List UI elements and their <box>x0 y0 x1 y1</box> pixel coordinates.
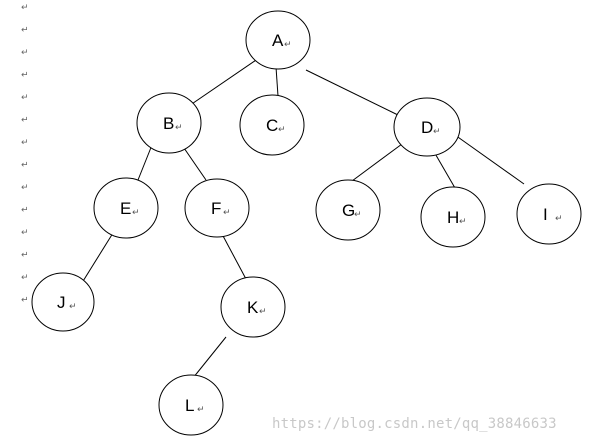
node-label-b: B <box>163 114 174 133</box>
node-i: I↵ <box>516 183 582 245</box>
node-g: G↵ <box>315 179 381 241</box>
edge-a-d <box>305 69 401 117</box>
node-f: F↵ <box>184 178 250 238</box>
paragraph-mark-icon: ↵ <box>197 405 205 415</box>
node-circle-l <box>158 374 224 436</box>
node-label-h: H <box>447 208 459 227</box>
margin-paragraph-mark-icon: ↵ <box>21 116 29 126</box>
margin-paragraph-mark-icon: ↵ <box>21 71 29 81</box>
node-label-i: I <box>543 205 548 224</box>
margin-paragraph-mark-icon: ↵ <box>21 3 29 13</box>
node-circle-c <box>239 94 305 156</box>
margin-paragraph-mark-icon: ↵ <box>21 93 29 103</box>
node-l: L↵ <box>158 374 224 436</box>
node-circle-a <box>245 10 311 70</box>
node-label-g: G <box>342 201 355 220</box>
node-d: D↵ <box>393 97 461 157</box>
node-h: H↵ <box>420 186 486 248</box>
node-j: J↵ <box>31 272 95 332</box>
margin-paragraph-mark-icon: ↵ <box>21 273 29 283</box>
node-circle-h <box>420 186 486 248</box>
node-circle-b <box>136 92 202 154</box>
node-circle-i <box>516 183 582 245</box>
node-b: B↵ <box>136 92 202 154</box>
node-e: E↵ <box>93 177 159 239</box>
tree-nodes: A↵B↵C↵D↵E↵F↵G↵H↵I↵J↵K↵L↵ <box>31 10 582 436</box>
node-circle-d <box>393 97 461 157</box>
paragraph-mark-icon: ↵ <box>69 302 77 312</box>
margin-paragraph-mark-icon: ↵ <box>21 183 29 193</box>
node-circle-j <box>31 272 95 332</box>
paragraph-mark-icon: ↵ <box>259 307 267 317</box>
node-circle-e <box>93 177 159 239</box>
node-c: C↵ <box>239 94 305 156</box>
node-label-a: A <box>272 31 284 50</box>
node-label-k: K <box>247 298 259 317</box>
edge-b-f <box>183 147 207 181</box>
edge-e-j <box>79 232 114 287</box>
margin-paragraph-mark-icon: ↵ <box>21 48 29 58</box>
edge-d-h <box>432 149 456 189</box>
margin-paragraph-mark-icon: ↵ <box>21 26 29 36</box>
margin-paragraph-mark-icon: ↵ <box>21 228 29 238</box>
margin-paragraph-mark-icon: ↵ <box>21 161 29 171</box>
paragraph-mark-icon: ↵ <box>132 208 140 218</box>
edge-a-c <box>275 66 279 97</box>
node-circle-g <box>315 179 381 241</box>
edge-k-l <box>192 336 227 379</box>
node-k: K↵ <box>220 276 286 338</box>
edge-a-b <box>182 55 263 111</box>
edge-d-i <box>454 134 525 185</box>
node-label-f: F <box>211 199 221 218</box>
edge-b-e <box>137 144 153 181</box>
paragraph-mark-icon: ↵ <box>433 127 441 137</box>
paragraph-mark-icon: ↵ <box>278 125 286 135</box>
node-label-j: J <box>57 293 66 312</box>
node-label-c: C <box>266 116 278 135</box>
paragraph-mark-icon: ↵ <box>354 210 362 220</box>
paragraph-mark-icon: ↵ <box>555 214 563 224</box>
margin-paragraph-mark-icon: ↵ <box>21 251 29 261</box>
margin-paragraph-mark-icon: ↵ <box>21 206 29 216</box>
node-circle-k <box>220 276 286 338</box>
edge-d-g <box>351 143 403 182</box>
watermark-text: https://blog.csdn.net/qq_38846633 <box>272 416 557 432</box>
node-label-d: D <box>421 118 433 137</box>
node-a: A↵ <box>245 10 311 70</box>
tree-edges <box>79 55 525 379</box>
margin-paragraph-mark-icon: ↵ <box>21 138 29 148</box>
margin-paragraph-mark-icon: ↵ <box>21 296 29 306</box>
margin-paragraph-marks: ↵ ↵ ↵ ↵ ↵ ↵ ↵ ↵ ↵ ↵ ↵ ↵ ↵ ↵ <box>21 3 29 306</box>
paragraph-mark-icon: ↵ <box>459 217 467 227</box>
paragraph-mark-icon: ↵ <box>223 208 231 218</box>
node-label-e: E <box>120 199 131 218</box>
paragraph-mark-icon: ↵ <box>175 123 183 133</box>
node-circle-f <box>184 178 250 238</box>
edge-f-k <box>221 233 247 280</box>
paragraph-mark-icon: ↵ <box>284 40 292 50</box>
node-label-l: L <box>185 396 194 415</box>
